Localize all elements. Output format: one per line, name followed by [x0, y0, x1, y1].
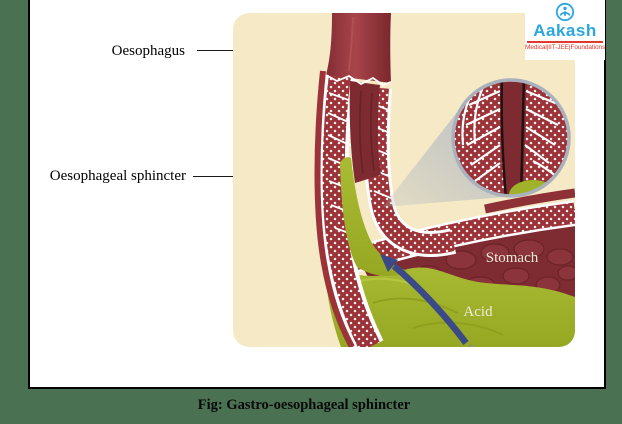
- oesophageal-sphincter-label: Oesophageal sphincter: [49, 168, 186, 184]
- figure-caption: Fig: Gastro-oesophageal sphincter: [197, 397, 411, 413]
- reflux-arrow: [380, 254, 495, 347]
- oesophagus-wall-left: [314, 70, 384, 347]
- aakash-logo: Aakash Medical|IIT-JEE|Foundations: [525, 0, 605, 60]
- gastro-oesophageal-illustration: Stomach Acid: [233, 13, 575, 347]
- inset-ring: [451, 78, 571, 198]
- oesophagus-inner-lining: [349, 81, 381, 183]
- stomach-label: Stomach: [486, 250, 539, 266]
- slide-frame: Oesophagus Oesophageal sphincter: [28, 0, 606, 389]
- logo-tagline: Medical|IIT-JEE|Foundations: [525, 43, 606, 51]
- aakash-circle-figure-icon: [555, 2, 575, 22]
- logo-wordmark: Aakash: [533, 21, 597, 40]
- oesophagus-tube: [325, 13, 392, 87]
- acid-reflux-column: [340, 157, 408, 276]
- acid-label: Acid: [463, 304, 493, 320]
- oesophagus-label: Oesophagus: [111, 43, 185, 59]
- logo-divider: [527, 41, 603, 43]
